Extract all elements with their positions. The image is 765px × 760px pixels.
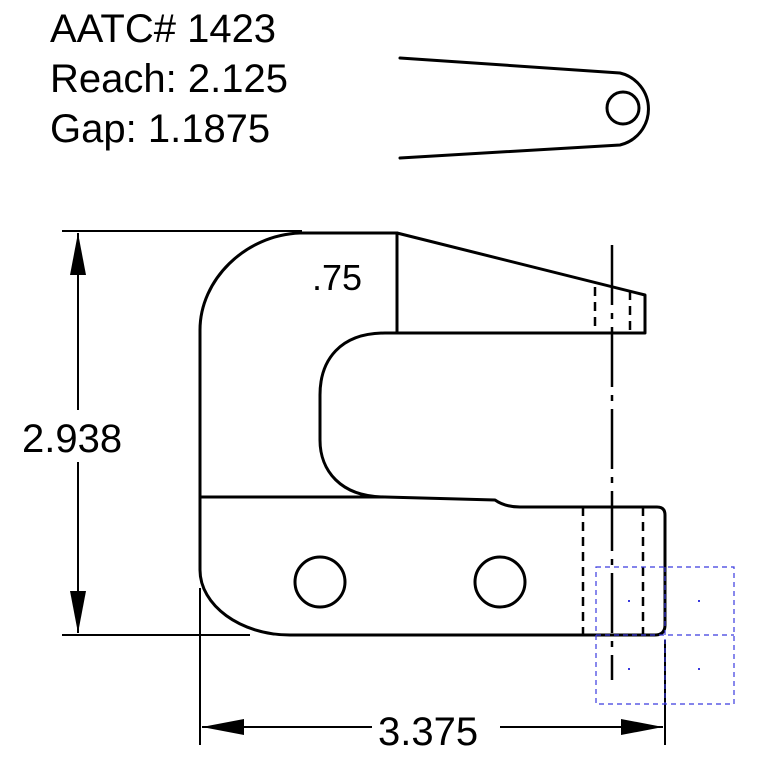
width-value: 3.375	[378, 710, 478, 754]
thickness-label: .75	[312, 257, 362, 298]
bolt-hole-left	[293, 555, 347, 609]
height-value: 2.938	[22, 417, 122, 461]
part-number-label: AATC# 1423	[50, 7, 276, 51]
height-dimension: 2.938	[20, 230, 302, 636]
top-view	[398, 56, 650, 160]
width-dimension: 3.375	[199, 588, 666, 755]
top-view-hole	[605, 90, 641, 126]
side-view	[198, 231, 667, 680]
selection-grip[interactable]	[595, 566, 735, 705]
bolt-hole-right	[473, 555, 527, 609]
reach-label: Reach: 2.125	[50, 57, 288, 101]
gap-label: Gap: 1.1875	[50, 107, 270, 151]
